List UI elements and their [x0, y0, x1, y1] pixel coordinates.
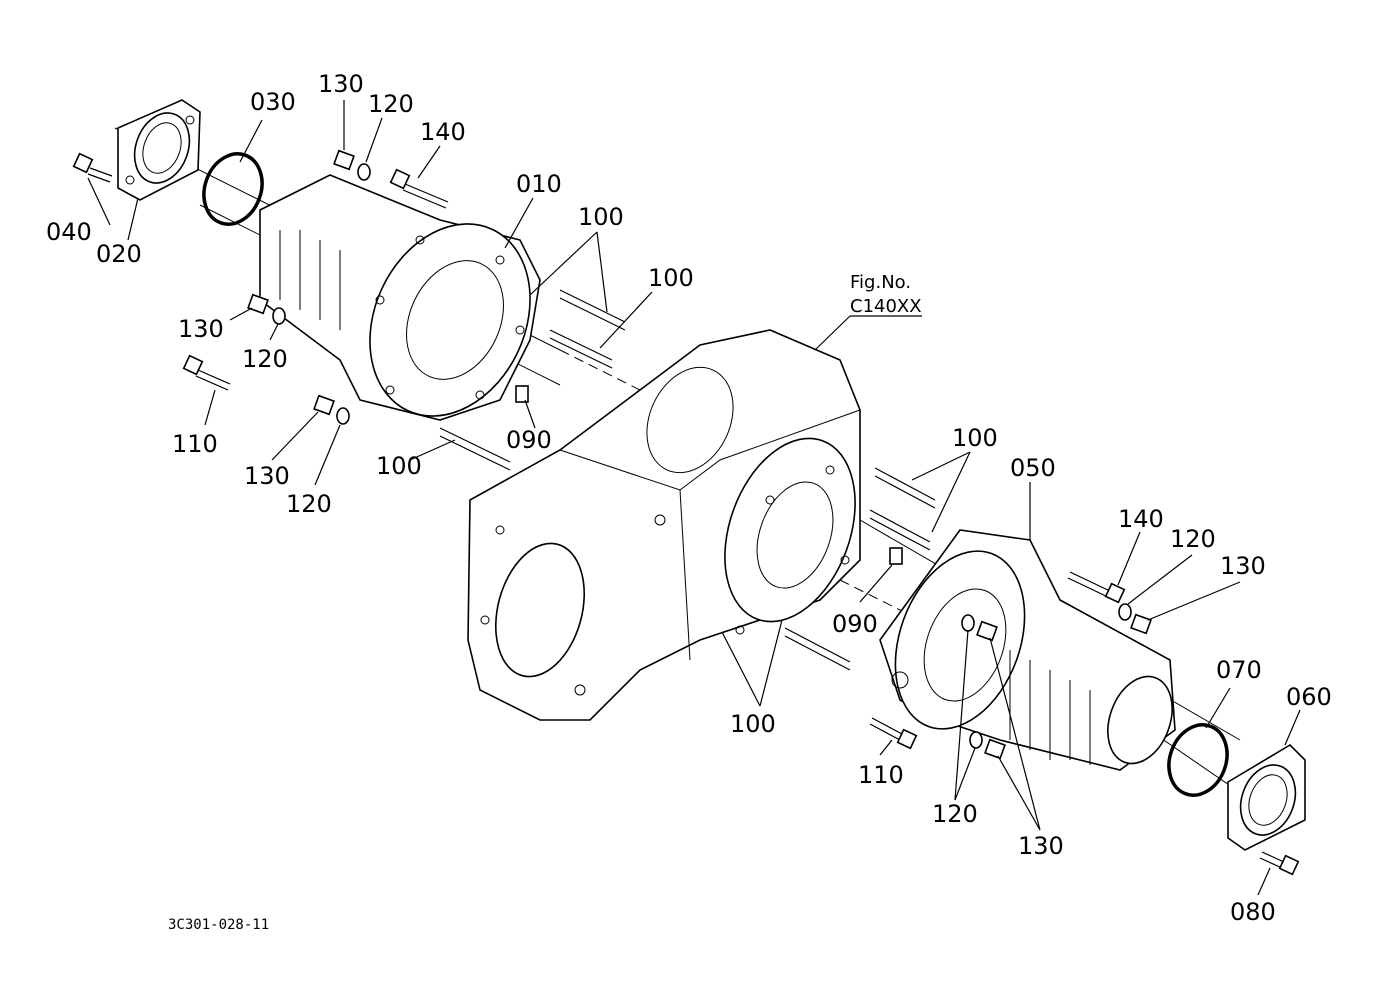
label-120: 120: [932, 800, 978, 828]
label-130: 130: [1220, 552, 1266, 580]
bolt-080: [1259, 851, 1300, 876]
label-100: 100: [730, 710, 776, 738]
studs-100-left: [439, 289, 626, 471]
nuts-washers-left: [247, 149, 529, 425]
left-flange-cover-020: [117, 99, 201, 201]
right-flange-cover-060: [1227, 743, 1306, 851]
o-ring-070: [1167, 723, 1229, 797]
label-130: 130: [178, 315, 224, 343]
label-090: 090: [832, 610, 878, 638]
leader-lines: [87, 100, 1301, 896]
label-100: 100: [648, 264, 694, 292]
label-100: 100: [952, 424, 998, 452]
label-060: 060: [1286, 683, 1332, 711]
label-140: 140: [420, 118, 466, 146]
center-transmission-case: [467, 329, 861, 721]
bolts-left: [182, 168, 449, 391]
label-080: 080: [1230, 898, 1276, 926]
label-130: 130: [318, 70, 364, 98]
label-120: 120: [286, 490, 332, 518]
o-ring-030: [202, 152, 264, 226]
label-040: 040: [46, 218, 92, 246]
nuts-washers-right: [889, 547, 1152, 760]
figure-ref-line2: C140XX: [850, 296, 922, 317]
figure-reference: Fig.No. C140XX: [850, 272, 922, 317]
label-120: 120: [242, 345, 288, 373]
label-050: 050: [1010, 454, 1056, 482]
label-130: 130: [1018, 832, 1064, 860]
figure-ref-line1: Fig.No.: [850, 272, 911, 293]
studs-100-right: [784, 467, 936, 671]
label-120: 120: [368, 90, 414, 118]
label-100: 100: [376, 452, 422, 480]
label-030: 030: [250, 88, 296, 116]
label-110: 110: [172, 430, 218, 458]
label-110: 110: [858, 761, 904, 789]
bolts-right: [869, 571, 1126, 750]
label-010: 010: [516, 170, 562, 198]
part-labels: 030 130 120 140 010 100 040 020 100 130 …: [46, 70, 1332, 926]
label-140: 140: [1118, 505, 1164, 533]
label-120: 120: [1170, 525, 1216, 553]
label-100: 100: [578, 203, 624, 231]
bolt-040: [72, 152, 113, 183]
label-090: 090: [506, 426, 552, 454]
drawing-code: 3C301-028-11: [168, 917, 269, 933]
right-axle-housing-050: [879, 529, 1176, 771]
label-130: 130: [244, 462, 290, 490]
label-020: 020: [96, 240, 142, 268]
label-070: 070: [1216, 656, 1262, 684]
left-axle-housing-010: [259, 174, 541, 421]
